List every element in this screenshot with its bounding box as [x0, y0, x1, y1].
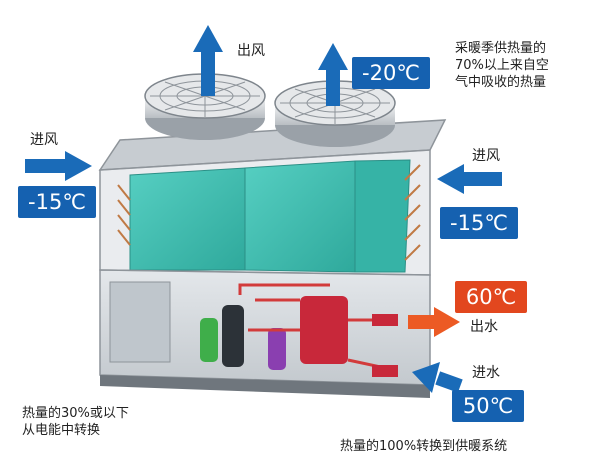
exhaust-arrow-right [318, 43, 348, 106]
exhaust-arrow-left [193, 25, 223, 96]
inlet-air-label-left: 进风 [30, 132, 58, 148]
base-frame [100, 375, 430, 398]
inlet-arrow-left [25, 151, 92, 181]
air-share-note-line2: 70%以上来自空 [455, 58, 549, 73]
coil-copper-left [117, 184, 131, 246]
inlet-air-label-right: 进风 [472, 148, 500, 164]
water-inlet-pipe [372, 365, 398, 377]
water-in-arrow [412, 362, 463, 393]
coil-copper-right [404, 164, 421, 261]
water-out-label: 出水 [470, 319, 498, 335]
water-out-temp-badge: 60℃ [455, 281, 527, 313]
electric-note-line2: 从电能中转换 [22, 423, 101, 438]
exhaust-temp-badge: -20℃ [352, 57, 430, 89]
coil-right-side [354, 159, 411, 273]
water-in-temp-badge: 50℃ [452, 390, 524, 422]
water-out-arrow [408, 307, 460, 337]
water-in-label: 进水 [472, 365, 500, 381]
red-heat-exchanger [300, 296, 348, 364]
inlet-arrow-right [437, 164, 502, 194]
inlet-temp-badge-left: -15℃ [18, 186, 96, 218]
green-cylinder [200, 318, 218, 362]
exhaust-label: 出风 [237, 43, 265, 59]
compressor [222, 305, 244, 367]
air-share-note-line3: 气中吸收的热量 [455, 75, 547, 90]
air-share-note-line1: 采暖季供热量的 [455, 41, 547, 56]
coil-center [244, 160, 356, 273]
water-outlet-pipe [372, 314, 398, 326]
coil-left [129, 167, 246, 271]
inlet-temp-badge-right: -15℃ [440, 207, 518, 239]
electric-note-line1: 热量的30%或以下 [22, 406, 129, 421]
purple-tank [268, 328, 286, 370]
total-heat-note: 热量的100%转换到供暖系统 [340, 439, 508, 454]
